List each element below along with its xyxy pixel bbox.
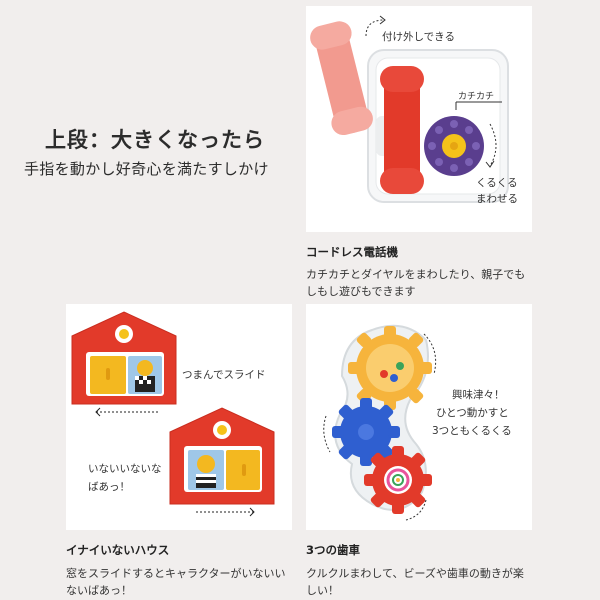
annotation-spin-1: くるくる [476, 177, 518, 189]
card-title-gears: 3つの歯車 [306, 543, 361, 557]
annotation-slide: つまんでスライド [182, 369, 266, 381]
intro-section: 上段：大きくなったら 手指を動かし好奇心を満たすしかけ [20, 126, 295, 180]
house-photo: つまんでスライド いないいないな ばあっ！ [66, 304, 292, 530]
card-desc-phone: カチカチとダイヤルをまわしたり、親子でもしもし遊びもできます [306, 268, 526, 298]
phone-photo: 付け外しできる カチカチ くるくる まわせる [306, 6, 532, 232]
card-title-phone: コードレス電話機 [306, 245, 398, 259]
annotation-peek-1: いないいないな [88, 463, 162, 475]
product-card-phone: 付け外しできる カチカチ くるくる まわせる コードレス電話機 カチカチとダイヤ… [306, 6, 532, 300]
house-toy-illustration [71, 311, 275, 517]
product-card-house: つまんでスライド いないいないな ばあっ！ イナイいないハウス 窓をスライドする… [66, 304, 292, 599]
annotation-click: カチカチ [458, 92, 495, 102]
gears-toy-illustration [323, 324, 437, 521]
product-card-gears: 興味津々！ ひとつ動かすと 3つともくるくる 3つの歯車 クルクルまわして、ビー… [306, 304, 532, 599]
annotation-spin-2: まわせる [476, 193, 518, 205]
annotation-gears-1: 興味津々！ [452, 389, 505, 401]
intro-subtitle: 手指を動かし好奇心を満たすしかけ [24, 160, 269, 178]
intro-title: 上段：大きくなったら [45, 128, 265, 152]
card-desc-gears: クルクルまわして、ビーズや歯車の動きが楽しい！ [306, 567, 524, 597]
card-desc-house: 窓をスライドするとキャラクターがいないいないばあっ！ [66, 567, 286, 597]
annotation-detach: 付け外しできる [382, 31, 455, 43]
gears-photo: 興味津々！ ひとつ動かすと 3つともくるくる [306, 304, 532, 530]
card-title-house: イナイいないハウス [66, 543, 170, 557]
annotation-gears-3: 3つともくるくる [432, 425, 512, 437]
phone-toy-illustration [310, 15, 509, 203]
annotation-gears-2: ひとつ動かすと [436, 407, 509, 419]
annotation-peek-2: ばあっ！ [88, 481, 130, 493]
